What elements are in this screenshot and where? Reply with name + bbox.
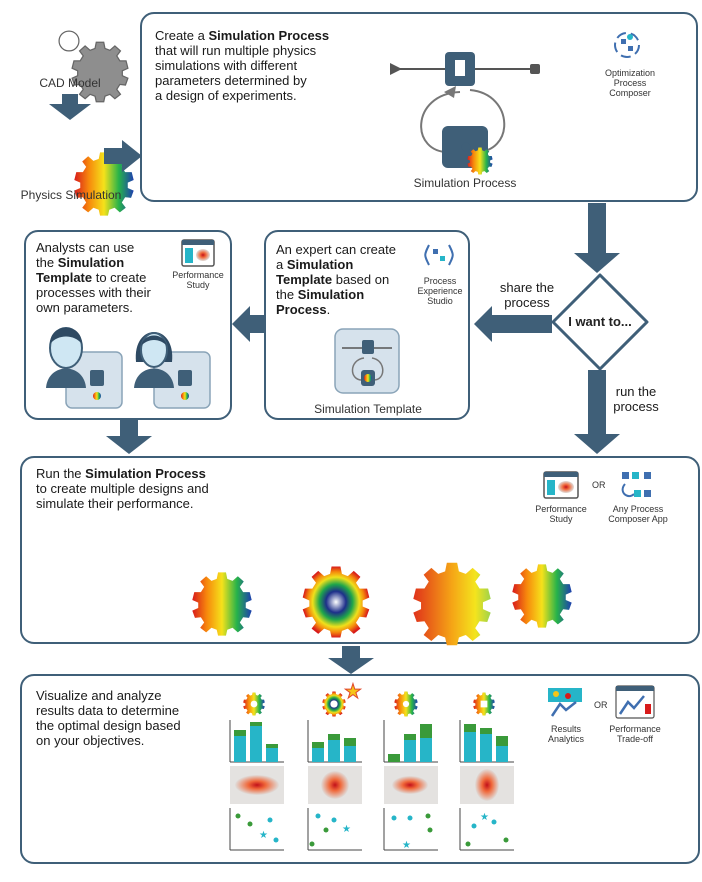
cad-gear-icon — [58, 30, 100, 72]
performance-tradeoff-icon — [615, 685, 655, 719]
physics-gear-icon — [60, 140, 104, 184]
or-label: OR — [592, 480, 606, 490]
analyst-avatar-female — [134, 332, 211, 409]
svg-text:★: ★ — [259, 830, 268, 841]
left-arrow-icon — [474, 306, 552, 342]
expert-text: An expert can create a Simulation Templa… — [276, 242, 396, 317]
design-gear-1-icon — [179, 561, 222, 604]
results-column-2: ★ ★ — [307, 681, 362, 851]
simulation-process-label: Simulation Process — [413, 176, 517, 190]
create-process-panel — [140, 12, 698, 202]
right-arrow-icon — [104, 140, 142, 172]
cad-model-label: CAD Model — [39, 76, 101, 90]
down-arrow-icon — [574, 203, 620, 273]
physics-simulation-label: Physics Simulation — [20, 188, 122, 202]
analyst-avatar-male — [46, 327, 123, 409]
down-arrow-icon — [106, 420, 152, 454]
process-gear-icon — [461, 142, 480, 161]
down-arrow-icon — [574, 370, 620, 454]
analysts-text: Analysts can use the Simulation Template… — [36, 240, 151, 315]
results-column-3: ★ — [383, 691, 438, 851]
results-column-4: ★ — [459, 692, 514, 851]
results-column-1: ★ — [229, 692, 284, 851]
results-analytics-icon — [548, 688, 582, 717]
simulation-template-label: Simulation Template — [314, 402, 422, 416]
simulation-template-icon — [334, 328, 400, 394]
or-label: OR — [594, 700, 608, 710]
left-arrow-icon — [232, 306, 266, 342]
down-arrow-icon — [328, 646, 374, 674]
visualize-panel — [20, 674, 700, 864]
process-experience-icon — [424, 244, 454, 266]
svg-text:★: ★ — [480, 812, 489, 823]
decision-label: I want to... — [568, 314, 632, 329]
decision-diamond — [551, 273, 649, 371]
svg-text:★: ★ — [342, 824, 351, 835]
performance-study-icon — [543, 471, 579, 499]
create-process-text: Create a Simulation Process that will ru… — [155, 28, 330, 103]
process-composer-icon — [621, 472, 651, 498]
visualize-text: Visualize and analyze results data to de… — [36, 688, 181, 748]
performance-study-icon — [181, 239, 215, 267]
design-gear-2-icon — [287, 553, 336, 602]
optimization-composer-icon — [614, 32, 640, 58]
svg-text:★: ★ — [402, 840, 411, 851]
run-process-text: Run the Simulation Process to create mul… — [36, 466, 209, 511]
design-gear-3-icon — [398, 550, 452, 604]
design-gear-4-icon — [499, 553, 542, 596]
down-arrow-icon — [49, 94, 91, 120]
svg-text:★: ★ — [344, 681, 362, 703]
